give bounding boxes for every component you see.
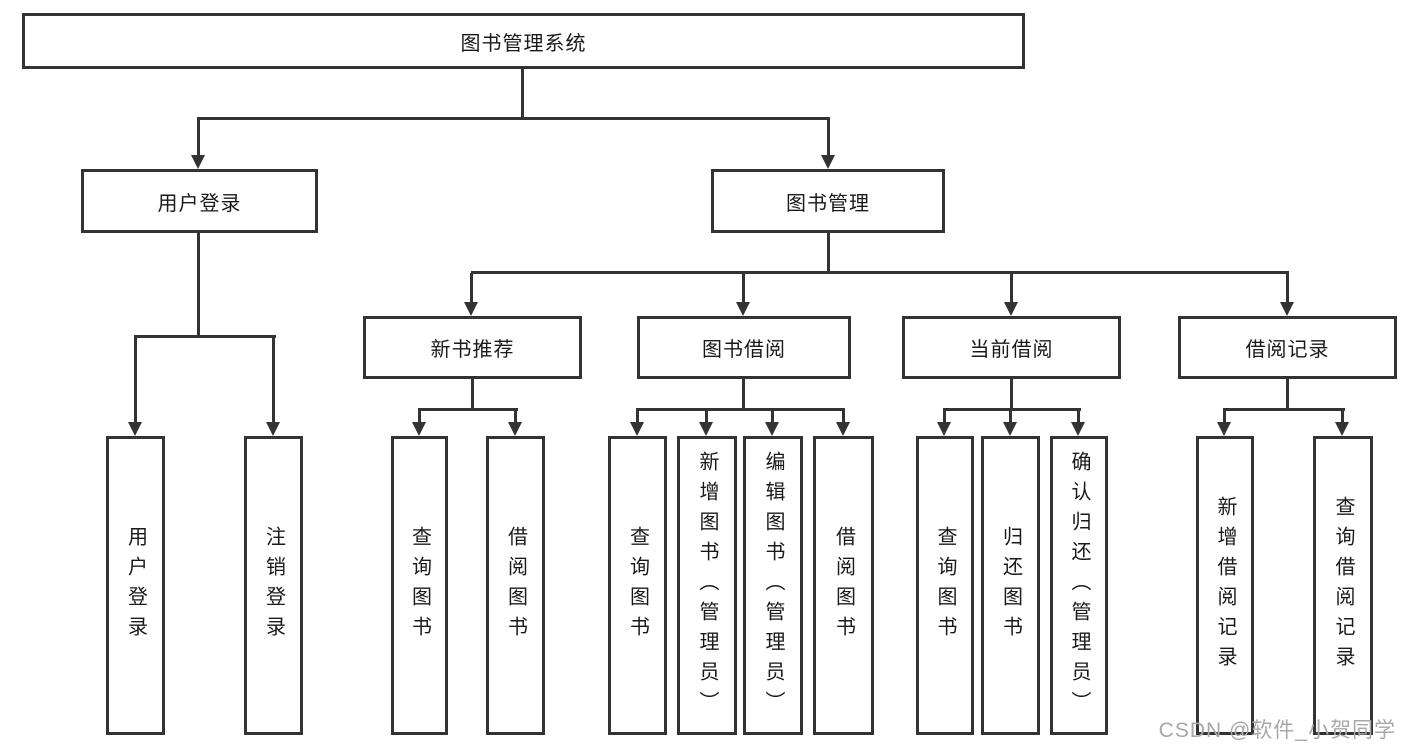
arrow-to-recommend-query-books [412,410,426,436]
connector-records-trunk [1286,379,1289,410]
node-label: 用户登录 [157,192,242,215]
arrow-to-query-borrow-record [1335,410,1349,436]
arrow-to-user-login [191,119,205,169]
leaf-label: 查询图书 [408,525,431,646]
node-new-book-recommendation: 新书推荐 [363,316,582,379]
node-current-borrowing: 当前借阅 [902,316,1121,379]
leaf-label: 借阅图书 [504,525,527,646]
leaf-logout: 注销登录 [244,436,303,735]
arrow-to-return-book [1003,410,1017,436]
leaf-label: 用户登录 [124,525,147,646]
connector-current-trunk [1010,379,1013,410]
arrow-to-book-borrowing [736,273,750,316]
arrow-to-add-book-admin [699,410,713,436]
leaf-confirm-return-admin: 确认归还（管理员） [1050,436,1108,735]
leaf-query-borrow-record: 查询借阅记录 [1313,436,1373,735]
leaf-recommend-query-books: 查询图书 [391,436,448,735]
arrow-to-borrowing-query-books [630,410,644,436]
leaf-edit-book-admin: 编辑图书（管理员） [743,436,803,735]
connector-root-trunk [521,69,524,119]
leaf-user-login: 用户登录 [106,436,165,735]
leaf-add-borrow-record: 新增借阅记录 [1196,436,1254,735]
arrow-to-borrowing-borrow-books [836,410,850,436]
leaf-label: 借阅图书 [832,525,855,646]
leaf-borrowing-borrow-books: 借阅图书 [813,436,874,735]
node-label: 新书推荐 [430,339,515,361]
node-book-borrowing: 图书借阅 [637,316,851,379]
connector-level3-rail [471,271,1289,274]
node-label: 图书管理系统 [460,32,587,55]
connector-recommend-trunk [471,379,474,410]
arrow-to-recommend-borrow-books [508,410,522,436]
leaf-recommend-borrow-books: 借阅图书 [486,436,545,735]
leaf-label: 确认归还（管理员） [1068,450,1090,721]
connector-user-login-trunk [197,233,200,337]
arrow-to-leaf-user-login [128,337,142,436]
leaf-current-query-books: 查询图书 [916,436,974,735]
connector-user-login-rail [134,335,276,338]
leaf-add-book-admin: 新增图书（管理员） [677,436,737,735]
leaf-label: 编辑图书（管理员） [762,450,784,721]
connector-records-rail [1223,408,1345,411]
leaf-label: 新增图书（管理员） [696,450,718,721]
arrow-to-borrowing-records [1280,273,1294,316]
arrow-to-leaf-logout [266,337,280,436]
connector-book-management-trunk [827,233,830,273]
leaf-label: 查询图书 [626,525,649,646]
node-label: 图书管理 [786,192,870,215]
leaf-label: 新增借阅记录 [1214,495,1236,676]
node-label: 图书借阅 [702,339,786,361]
leaf-label: 注销登录 [262,525,285,646]
connector-level2-rail [197,117,830,120]
node-library-management-system: 图书管理系统 [22,13,1025,69]
arrow-to-current-query-books [937,410,951,436]
leaf-label: 查询借阅记录 [1332,495,1354,676]
connector-borrowing-rail [636,408,845,411]
leaf-borrowing-query-books: 查询图书 [608,436,667,735]
arrow-to-confirm-return-admin [1071,410,1085,436]
node-borrowing-records: 借阅记录 [1178,316,1397,379]
arrow-to-add-borrow-record [1217,410,1231,436]
node-user-login: 用户登录 [81,169,318,233]
arrow-to-current-borrowing [1004,273,1018,316]
arrow-to-book-management [821,119,835,169]
node-label: 借阅记录 [1245,339,1330,361]
leaf-label: 查询图书 [934,525,956,646]
node-label: 当前借阅 [969,339,1054,361]
leaf-label: 归还图书 [999,525,1022,646]
leaf-return-book: 归还图书 [981,436,1040,735]
connector-current-rail [943,408,1081,411]
arrow-to-new-book-recommendation [464,273,478,316]
connector-recommend-rail [418,408,518,411]
node-book-management: 图书管理 [711,169,945,233]
arrow-to-edit-book-admin [765,410,779,436]
connector-borrowing-trunk [742,379,745,410]
watermark: CSDN @软件_小贺同学 [1158,719,1396,742]
